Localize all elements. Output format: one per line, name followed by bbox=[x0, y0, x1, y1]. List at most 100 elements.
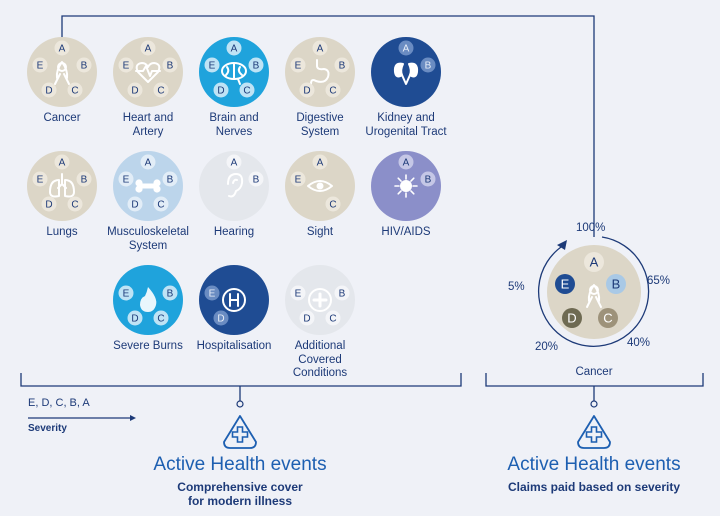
ribbon-icon bbox=[54, 61, 70, 85]
grade-letter: E bbox=[295, 175, 302, 186]
grade-d-badge: D bbox=[127, 196, 143, 212]
pct-d: 20% bbox=[535, 341, 559, 353]
grade-d-badge: D bbox=[213, 310, 229, 326]
grade-d-badge: D bbox=[299, 310, 315, 326]
grade-letter: A bbox=[59, 44, 66, 55]
grade-c-badge: C bbox=[67, 82, 83, 98]
left-footer-title: Active Health events bbox=[153, 454, 327, 475]
grade-b-badge: B bbox=[248, 171, 264, 187]
grade-letter: B bbox=[167, 289, 174, 300]
grade-letter: A bbox=[145, 44, 152, 55]
pct-c: 40% bbox=[627, 337, 651, 349]
grade-letter: A bbox=[403, 44, 410, 55]
condition-label-line: Sight bbox=[306, 226, 334, 238]
grade-letter: D bbox=[303, 86, 310, 97]
grade-e-badge: E bbox=[290, 285, 306, 301]
grade-letter: A bbox=[590, 255, 599, 270]
grade-letter: C bbox=[157, 200, 164, 211]
grade-e-badge: E bbox=[290, 57, 306, 73]
grade-letter: B bbox=[253, 175, 260, 186]
grade-d-badge: D bbox=[41, 196, 57, 212]
condition-label-line: HIV/AIDS bbox=[381, 226, 431, 238]
severity-arrow bbox=[28, 415, 136, 421]
grade-b-badge: B bbox=[162, 285, 178, 301]
condition-label-line: Heart and bbox=[122, 112, 174, 124]
condition-label-line: Covered bbox=[298, 353, 342, 366]
grade-a-badge: A bbox=[398, 154, 414, 170]
grade-a-badge: A bbox=[54, 154, 70, 170]
condition-label-sight: Sight bbox=[265, 226, 375, 240]
condition-label-line: Conditions bbox=[292, 367, 348, 379]
ribbon-icon bbox=[586, 284, 602, 308]
grade-a-badge: A bbox=[226, 154, 242, 170]
grade-d-badge: D bbox=[213, 82, 229, 98]
condition-hospital: DE bbox=[199, 265, 269, 335]
grade-d-badge: D bbox=[127, 82, 143, 98]
condition-label-line: Severe Burns bbox=[113, 340, 183, 352]
grade-letter: E bbox=[295, 61, 302, 72]
grade-letter: B bbox=[81, 61, 88, 72]
grade-c-badge: C bbox=[325, 310, 341, 326]
burn-icon bbox=[140, 287, 157, 312]
grade-letter: D bbox=[131, 200, 138, 211]
grade-letter: D bbox=[217, 314, 224, 325]
grade-letter: A bbox=[317, 158, 324, 169]
condition-label-line: System bbox=[128, 239, 168, 252]
grade-letter: A bbox=[231, 158, 238, 169]
grade-b-badge: B bbox=[76, 171, 92, 187]
grade-b-badge: B bbox=[162, 57, 178, 73]
grade-e-badge: E bbox=[204, 285, 220, 301]
kidney-icon bbox=[393, 62, 419, 85]
plus-circle-icon bbox=[308, 288, 332, 312]
lungs-icon bbox=[49, 173, 75, 198]
heart-icon bbox=[135, 62, 161, 83]
grade-letter: E bbox=[37, 175, 44, 186]
grade-letter: C bbox=[329, 314, 336, 325]
grade-letter: B bbox=[81, 175, 88, 186]
grade-b-badge: B bbox=[334, 57, 350, 73]
condition-hearing: AB bbox=[199, 151, 269, 221]
grade-letter: B bbox=[253, 61, 260, 72]
grade-a-badge: A bbox=[54, 40, 70, 56]
condition-label-line: Hearing bbox=[213, 226, 255, 238]
grade-letter: B bbox=[167, 61, 174, 72]
grade-e-badge: E bbox=[32, 171, 48, 187]
condition-label-line: System bbox=[300, 125, 340, 138]
grade-letter: C bbox=[157, 86, 164, 97]
grade-b-badge: B bbox=[420, 57, 436, 73]
grade-letter: B bbox=[339, 61, 346, 72]
condition-label-hearing: Hearing bbox=[179, 226, 289, 240]
grade-d-badge: D bbox=[127, 310, 143, 326]
grade-letter: C bbox=[329, 86, 336, 97]
detail-grade-e-badge: E bbox=[555, 274, 575, 294]
grade-e-badge: E bbox=[290, 171, 306, 187]
virus-icon bbox=[394, 174, 418, 198]
eye-icon bbox=[307, 180, 333, 192]
condition-circle bbox=[371, 37, 441, 107]
grade-letter: C bbox=[157, 314, 164, 325]
left-bracket-node bbox=[236, 400, 244, 408]
grade-c-badge: C bbox=[153, 310, 169, 326]
grade-e-badge: E bbox=[204, 57, 220, 73]
condition-label-line: Kidney and bbox=[377, 112, 435, 124]
detail-grade-c-badge: C bbox=[598, 308, 618, 328]
condition-sight: A C E bbox=[285, 151, 355, 221]
grade-a-badge: A bbox=[226, 40, 242, 56]
grade-b-badge: B bbox=[334, 285, 350, 301]
grade-letter: E bbox=[37, 61, 44, 72]
condition-label-line: Lungs bbox=[46, 226, 78, 238]
grade-letter: D bbox=[45, 86, 52, 97]
condition-label-lungs: Lungs bbox=[7, 226, 117, 240]
grade-a-badge: A bbox=[140, 154, 156, 170]
grade-letter: C bbox=[329, 200, 336, 211]
